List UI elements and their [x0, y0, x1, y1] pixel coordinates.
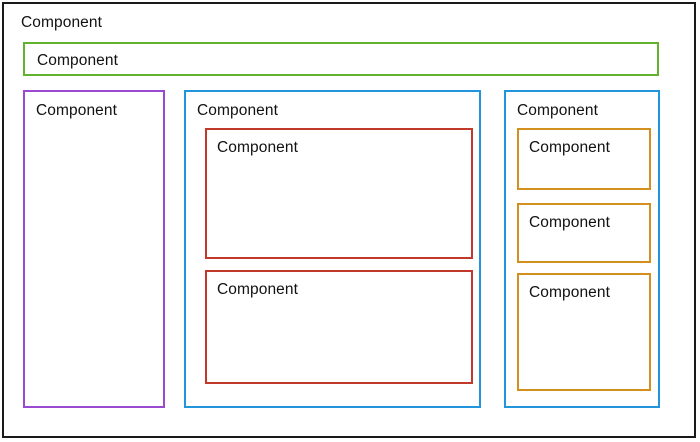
- red-card-label: Component: [217, 139, 299, 156]
- red-card[interactable]: Component: [205, 128, 473, 259]
- red-card[interactable]: Component: [205, 270, 473, 384]
- orange-card-label: Component: [529, 284, 611, 301]
- orange-card[interactable]: Component: [517, 273, 651, 391]
- orange-card-label: Component: [529, 214, 611, 231]
- blue-right-column-component[interactable]: Component Component Component Component: [504, 90, 660, 408]
- root-component-label: Component: [21, 14, 103, 31]
- blue-middle-column-component[interactable]: Component Component Component: [184, 90, 481, 408]
- root-component-frame[interactable]: Component Component Component Component …: [2, 2, 696, 438]
- red-card-label: Component: [217, 281, 299, 298]
- orange-card[interactable]: Component: [517, 128, 651, 190]
- orange-card[interactable]: Component: [517, 203, 651, 263]
- purple-column-component[interactable]: Component: [23, 90, 165, 408]
- green-band-component[interactable]: Component: [23, 42, 659, 76]
- orange-card-label: Component: [529, 139, 611, 156]
- blue-middle-column-label: Component: [197, 102, 279, 119]
- purple-column-label: Component: [36, 102, 118, 119]
- blue-right-column-label: Component: [517, 102, 599, 119]
- green-band-label: Component: [37, 52, 119, 69]
